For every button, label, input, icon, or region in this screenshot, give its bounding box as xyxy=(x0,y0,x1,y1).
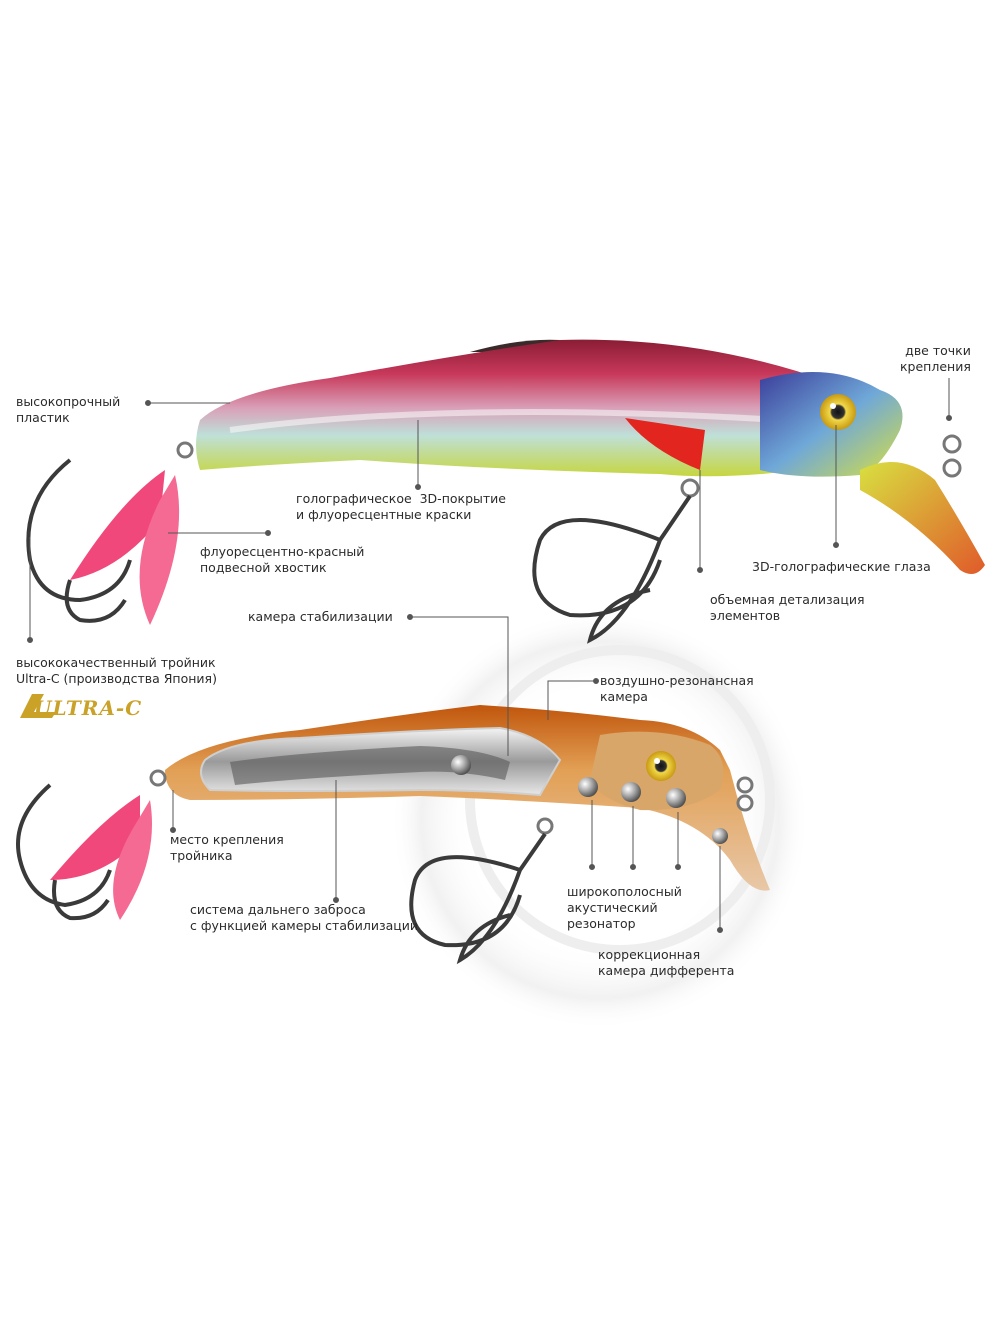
label-trim: коррекционная камера дифферента xyxy=(598,947,735,978)
top-attach-ring-1 xyxy=(942,434,962,454)
label-eyes: 3D-голографические глаза xyxy=(752,559,931,574)
bottom-lure-eye-glint xyxy=(654,758,660,764)
bottom-belly-ring xyxy=(536,817,554,835)
top-lure-sheen xyxy=(229,409,781,433)
trim-ball xyxy=(712,828,728,844)
bottom-tail-feather-1 xyxy=(50,795,140,880)
top-rear-ring xyxy=(176,441,194,459)
top-lure-lip xyxy=(860,462,985,574)
label-attach-points: две точки крепления xyxy=(900,343,971,374)
bottom-belly-hook xyxy=(409,832,547,965)
label-tail: флуоресцентно-красный подвесной хвостик xyxy=(200,544,365,575)
label-hook-mount: место крепления тройника xyxy=(170,832,284,863)
bottom-rear-ring xyxy=(149,769,167,787)
top-lure xyxy=(26,339,985,644)
label-long-cast: система дальнего заброса с функцией каме… xyxy=(190,902,419,933)
halo-ring-inner xyxy=(465,645,775,955)
top-rear-hook xyxy=(26,458,132,623)
top-attach-ring-2 xyxy=(942,458,962,478)
top-belly-ring xyxy=(680,478,700,498)
resonator-ball xyxy=(451,755,471,775)
top-lure-body xyxy=(196,339,880,477)
label-air-resonance: воздушно-резонансная камера xyxy=(600,673,754,704)
top-lure-fin xyxy=(625,418,705,470)
resonator-ball xyxy=(621,782,641,802)
ultra-c-logo-mark xyxy=(20,694,56,718)
label-acoustic: широкополосный акустический резонатор xyxy=(567,884,682,931)
bottom-attach-ring-2 xyxy=(736,794,754,812)
top-tail-feather-1 xyxy=(70,470,165,580)
bottom-lure xyxy=(16,705,770,965)
label-detail: объемная детализация элементов xyxy=(710,592,865,623)
label-plastic: высокопрочный пластик xyxy=(16,394,121,425)
resonator-ball xyxy=(666,788,686,808)
bottom-rear-hook xyxy=(16,783,112,921)
leader-lines xyxy=(27,378,952,933)
bottom-lure-stab-tube xyxy=(230,746,510,785)
label-hook: высококачественный тройник Ultra-C (прои… xyxy=(16,655,217,686)
bottom-tail-feather-2 xyxy=(113,800,152,920)
bottom-attach-ring-1 xyxy=(736,776,754,794)
top-lure-eye xyxy=(820,394,856,430)
resonator-ball xyxy=(578,777,598,797)
bottom-lure-eye xyxy=(646,751,676,781)
top-lure-eye-glint xyxy=(830,403,836,409)
label-stab-chamber: камера стабилизации xyxy=(248,609,393,624)
label-holo-coating: голографическое 3D-покрытие и флуоресцен… xyxy=(296,491,506,522)
top-belly-hook xyxy=(532,494,692,644)
ultra-c-logo: ULTRA-C xyxy=(34,696,143,720)
top-tail-feather-2 xyxy=(139,475,180,625)
